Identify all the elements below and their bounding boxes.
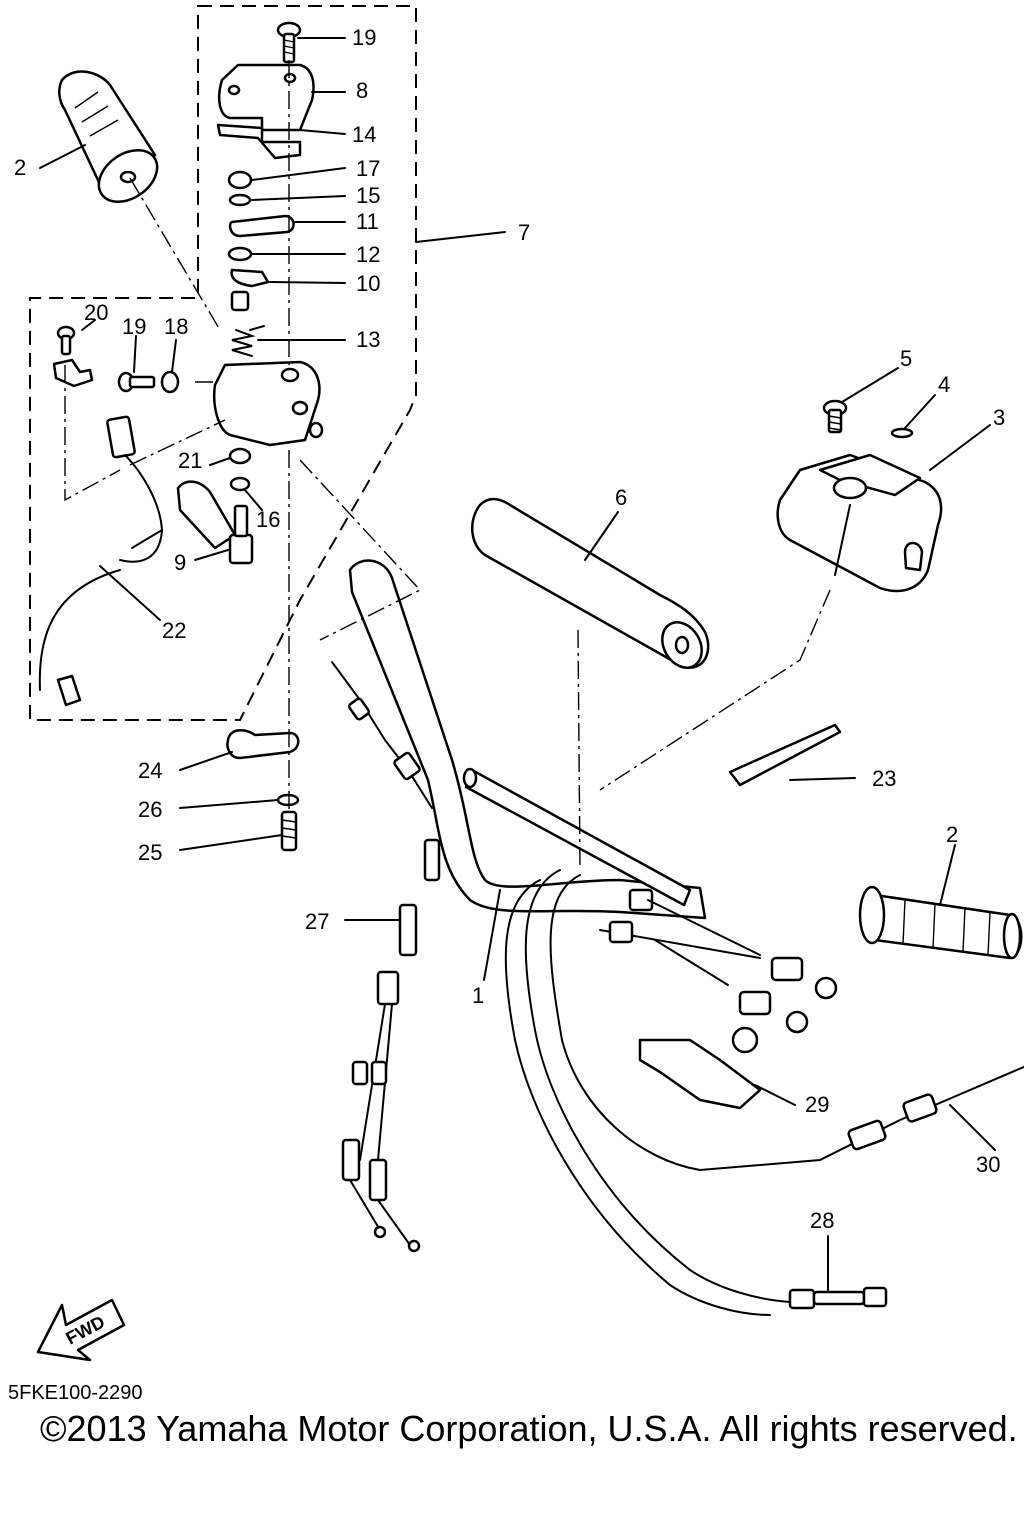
spring-13 [231, 325, 265, 357]
cable-ends [599, 888, 761, 986]
callout-10: 10 [356, 271, 380, 296]
plate-10 [230, 268, 270, 288]
callout-8: 8 [356, 78, 368, 103]
clamp-24 [226, 729, 300, 760]
callout-14: 14 [352, 122, 376, 147]
callout-13: 13 [356, 327, 380, 352]
callout-28: 28 [810, 1208, 834, 1233]
throttle-cover-8 [218, 63, 315, 132]
adjuster-nuts [738, 956, 838, 1034]
collar [230, 290, 250, 312]
throttle-lever-9 [176, 480, 254, 565]
nut-17 [227, 170, 253, 190]
callout-24: 24 [138, 758, 162, 783]
diagram-code: 5FKE100-2290 [8, 1382, 143, 1404]
washer-26 [276, 793, 300, 807]
callout-23: 23 [872, 766, 896, 791]
callout-3: 3 [993, 405, 1005, 430]
throttle-assembly-group-outline [29, 5, 417, 721]
callout-19: 19 [122, 314, 146, 339]
fwd-arrow-icon: FWD [36, 1298, 126, 1362]
callout-18: 18 [164, 314, 188, 339]
cable-tie-23 [728, 723, 842, 787]
callout-4: 4 [938, 372, 950, 397]
callout-2: 2 [14, 155, 26, 180]
callout-6: 6 [615, 485, 627, 510]
washer-16-top [229, 476, 251, 492]
washer-15 [228, 193, 252, 207]
callout-16: 16 [256, 507, 280, 532]
throttle-housing [213, 360, 324, 447]
callout-1: 1 [472, 983, 484, 1008]
callout-27: 27 [305, 909, 329, 934]
washer-4 [890, 427, 914, 439]
callout-25: 25 [138, 840, 162, 865]
callout-11: 11 [356, 209, 379, 234]
clip [52, 358, 94, 388]
callout-19: 19 [352, 25, 376, 50]
callout-15: 15 [356, 183, 380, 208]
callout-30: 30 [976, 1152, 1000, 1177]
assembly-centerlines [64, 60, 831, 871]
callout-9: 9 [174, 550, 186, 575]
gasket-14 [216, 123, 302, 160]
callout-2: 2 [946, 822, 958, 847]
switch-22 [38, 415, 164, 707]
callout-22: 22 [162, 618, 186, 643]
exploded-parts-diagram: FWD 1 2 2 3 4 5 [14, 5, 1024, 1362]
callout-21: 21 [178, 448, 202, 473]
nut-18 [160, 370, 180, 394]
handlebar-pad [471, 497, 710, 669]
copyright-notice: ©2013 Yamaha Motor Corporation, U.S.A. A… [40, 1408, 1018, 1449]
clutch-cable-30 [504, 869, 1024, 1316]
handlebar-cover [776, 453, 943, 593]
callout-5: 5 [900, 346, 912, 371]
throttle-cable-27 [331, 661, 441, 1253]
washer-21 [228, 447, 252, 465]
bolt-5 [822, 399, 848, 434]
callout-26: 26 [138, 797, 162, 822]
lever-11 [228, 214, 295, 238]
switch-29 [638, 1026, 762, 1110]
callout-7: 7 [518, 220, 530, 245]
brake-switch-28 [788, 1235, 888, 1310]
callout-20: 20 [84, 300, 108, 325]
callout-17: 17 [356, 156, 380, 181]
right-grip [858, 885, 1023, 960]
bolt-25 [280, 810, 298, 852]
screw-19-top [276, 21, 302, 64]
leader-lines [39, 37, 996, 1151]
screw-19-side [117, 371, 156, 393]
washer-12 [227, 246, 253, 262]
screw-20 [56, 325, 76, 356]
left-grip [58, 70, 159, 203]
handlebar [348, 559, 707, 920]
callout-12: 12 [356, 242, 380, 267]
callout-29: 29 [805, 1092, 829, 1117]
